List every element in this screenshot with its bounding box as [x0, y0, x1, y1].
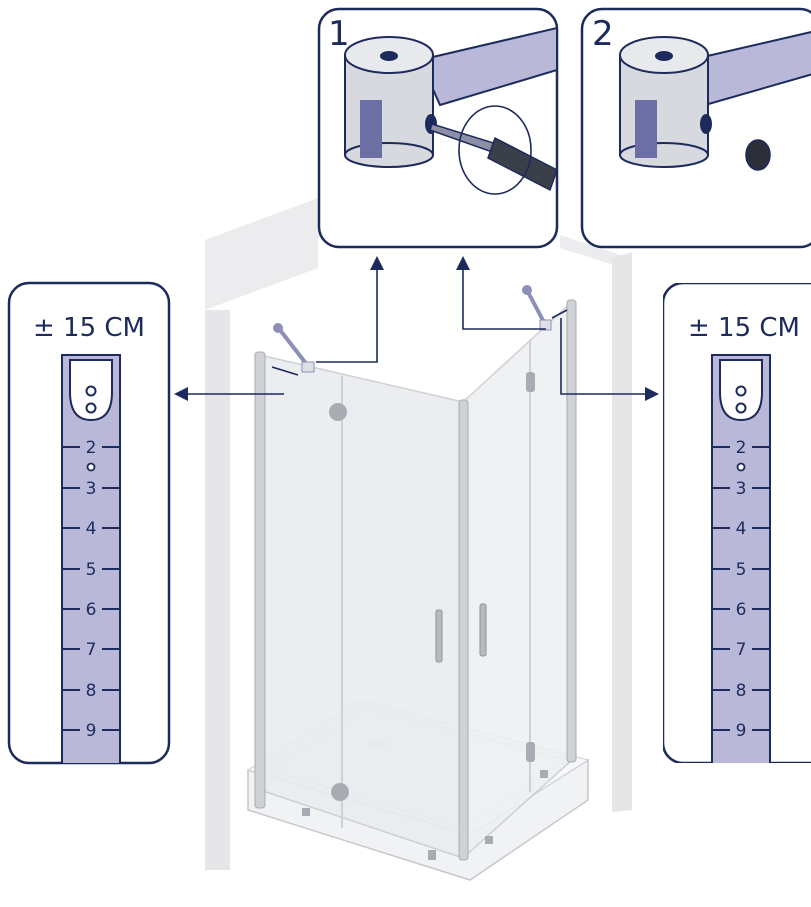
- adjust-right-scale-label-5: 5: [736, 560, 747, 580]
- adjust-left-scale-label-9: 9: [86, 721, 97, 741]
- adjust-right-scale-label-6: 6: [736, 600, 747, 620]
- adjust-left-range-label: ± 15 CM: [33, 313, 145, 343]
- adjust-left-scale-label-7: 7: [86, 640, 97, 660]
- adjust-left-scale-label-6: 6: [86, 600, 97, 620]
- adjust-left-scale-label-2: 2: [86, 438, 97, 458]
- adjust-right-scale: 2 3 4 5 6 7 8 9: [712, 438, 770, 741]
- leader-lines: [185, 262, 650, 395]
- adjust-right-scale-label-2: 2: [736, 438, 747, 458]
- adjust-right-scale-label-3: 3: [736, 479, 747, 499]
- step1-panel: 1: [317, 7, 559, 249]
- cover-cap: [745, 139, 771, 171]
- adjust-left-scale-label-5: 5: [86, 560, 97, 580]
- arrow-up-to-step1: [370, 256, 384, 270]
- adjust-left-panel: ± 15 CM 2 3 4 5 6 7 8 9: [7, 281, 171, 765]
- arrow-to-right-scale: [645, 387, 659, 401]
- arrow-heads: [174, 256, 659, 401]
- glass-enclosure: [254, 285, 577, 861]
- adjust-left-scale: 2 3 4 5 6 7 8 9: [62, 438, 120, 741]
- adjust-left-scale-label-8: 8: [86, 681, 97, 701]
- adjust-left-scale-label-4: 4: [86, 519, 97, 539]
- adjust-right-scale-label-9: 9: [736, 721, 747, 741]
- arrow-up-to-step2: [456, 256, 470, 270]
- adjust-right-range-label: ± 15 CM: [688, 313, 800, 343]
- adjust-left-scale-label-3: 3: [86, 479, 97, 499]
- step2-number: 2: [592, 14, 614, 54]
- step2-panel: 2: [580, 7, 811, 249]
- adjust-right-scale-label-4: 4: [736, 519, 747, 539]
- arrow-to-left-scale: [174, 387, 188, 401]
- adjust-right-scale-label-8: 8: [736, 681, 747, 701]
- adjust-right-panel: ± 15 CM 2 3 4 5 6 7 8 9: [663, 283, 811, 763]
- adjust-right-rod: [711, 354, 771, 763]
- adjust-right-scale-label-7: 7: [736, 640, 747, 660]
- adjust-left-rod: [61, 354, 121, 763]
- step1-number: 1: [328, 14, 350, 54]
